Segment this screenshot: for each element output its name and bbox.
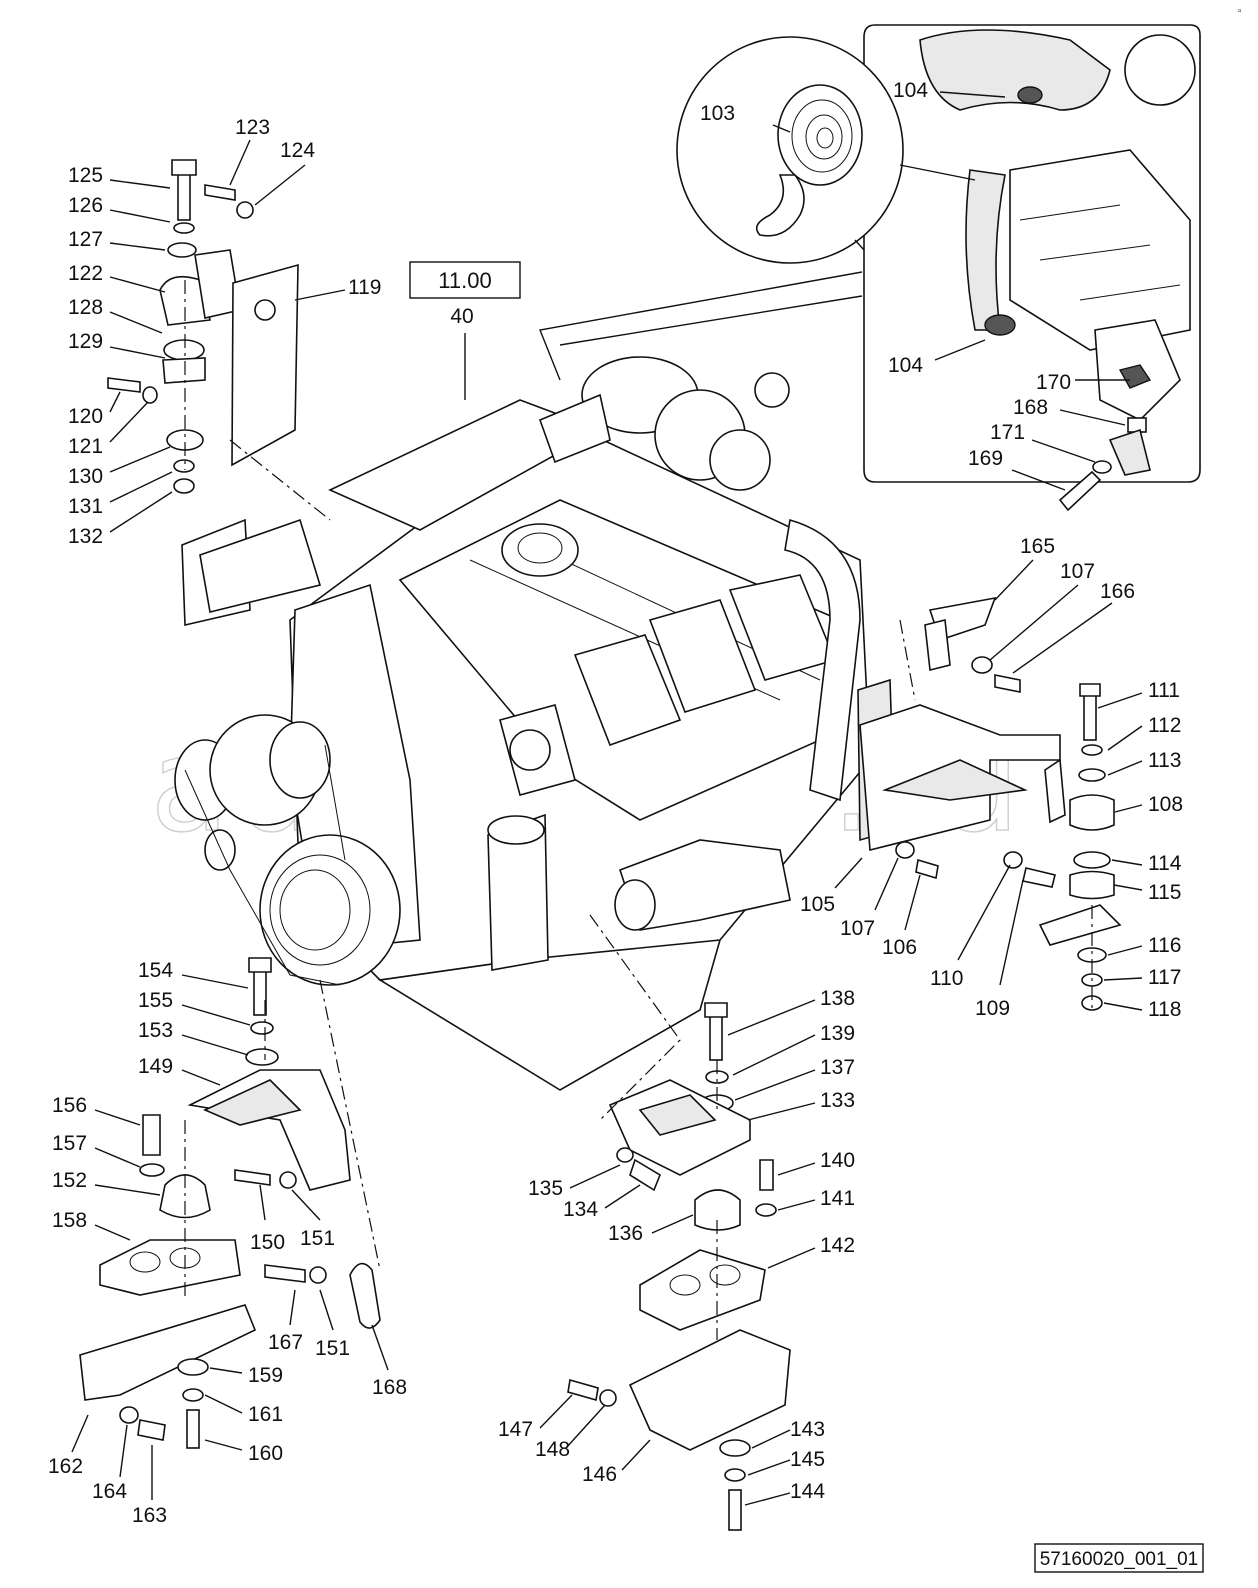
part-label: 134	[563, 1198, 598, 1221]
part-label: 166	[1100, 580, 1135, 603]
part-label: 146	[582, 1463, 617, 1486]
part-label: 118	[1148, 998, 1181, 1021]
part-label: 138	[820, 987, 855, 1010]
part-label: 164	[92, 1480, 127, 1503]
part-label: 115	[1148, 881, 1181, 904]
part-label: 111	[1148, 679, 1180, 702]
part-label: 132	[68, 525, 103, 548]
part-label: 103	[700, 102, 735, 125]
part-label: 169	[968, 447, 1003, 470]
part-labels: 103 104 104 170 168 171 169 123 124 125 …	[48, 79, 1183, 1527]
part-label: 141	[820, 1187, 855, 1210]
lower-right-mount	[567, 914, 791, 1531]
part-label: 120	[68, 405, 103, 428]
part-label: 108	[1148, 793, 1183, 816]
part-label: 151	[300, 1227, 335, 1250]
part-label: 125	[68, 164, 103, 187]
drawing-code-text: 57160020_001_01	[1040, 1549, 1199, 1570]
part-label: 149	[138, 1055, 173, 1078]
part-label: 107	[840, 917, 875, 940]
part-label: 116	[1148, 934, 1181, 957]
part-label: 155	[138, 989, 173, 1012]
right-mount	[859, 596, 1122, 1011]
part-label: 121	[68, 435, 103, 458]
part-label: 142	[820, 1234, 855, 1257]
corner-mark: ▫	[1238, 6, 1242, 17]
lower-left-mount	[79, 957, 381, 1449]
leader-lines	[71, 91, 1143, 1506]
part-label: 151	[315, 1337, 350, 1360]
part-label: 123	[235, 116, 270, 139]
part-label: 167	[268, 1331, 303, 1354]
part-label: 105	[800, 893, 835, 916]
left-top-mount	[107, 159, 331, 521]
part-label: 140	[820, 1149, 855, 1172]
part-label: 136	[608, 1222, 643, 1245]
part-label: 128	[68, 296, 103, 319]
part-label: 157	[52, 1132, 87, 1155]
part-label: 144	[790, 1480, 825, 1503]
part-label: 168	[1013, 396, 1048, 419]
part-label: 109	[975, 997, 1010, 1020]
part-label: 129	[68, 330, 103, 353]
part-label: 119	[348, 276, 381, 299]
part-label: 133	[820, 1089, 855, 1112]
part-label: 160	[248, 1442, 283, 1465]
part-label: 114	[1148, 852, 1182, 875]
part-label: 106	[882, 936, 917, 959]
part-label: 126	[68, 194, 103, 217]
ref-item: 40	[450, 305, 473, 328]
part-label: 165	[1020, 535, 1055, 558]
part-label: 127	[68, 228, 103, 251]
part-label: 159	[248, 1364, 283, 1387]
part-label: 170	[1036, 371, 1071, 394]
part-label: 117	[1148, 966, 1181, 989]
part-label: 168	[372, 1376, 407, 1399]
part-label: 135	[528, 1177, 563, 1200]
part-label: 122	[68, 262, 103, 285]
part-label: 145	[790, 1448, 825, 1471]
part-label: 161	[248, 1403, 283, 1426]
part-label: 130	[68, 465, 103, 488]
part-label: 131	[68, 495, 103, 518]
ref-section: 11.00	[438, 268, 491, 293]
part-label: 158	[52, 1209, 87, 1232]
part-label: 150	[250, 1231, 285, 1254]
part-label: 112	[1148, 714, 1181, 737]
part-label: 139	[820, 1022, 855, 1045]
part-label: 147	[498, 1418, 533, 1441]
part-label: 153	[138, 1019, 173, 1042]
part-label: 137	[820, 1056, 855, 1079]
part-label: 156	[52, 1094, 87, 1117]
reference-box: 11.00 40	[409, 261, 521, 400]
part-label: 143	[790, 1418, 825, 1441]
part-label: 113	[1148, 749, 1181, 772]
part-label: 104	[893, 79, 928, 102]
tape-detail	[676, 36, 976, 264]
part-label: 148	[535, 1438, 570, 1461]
part-label: 107	[1060, 560, 1095, 583]
part-label: 163	[132, 1504, 167, 1527]
part-label: 171	[990, 421, 1025, 444]
drawing-code: 57160020_001_01	[1034, 1543, 1204, 1573]
inset-detail	[863, 24, 1201, 512]
part-label: 162	[48, 1455, 83, 1478]
part-label: 154	[138, 959, 173, 982]
part-label: 152	[52, 1169, 87, 1192]
part-label: 104	[888, 354, 923, 377]
engine-block	[174, 356, 896, 1091]
part-label: 110	[930, 967, 963, 990]
part-label: 124	[280, 139, 315, 162]
